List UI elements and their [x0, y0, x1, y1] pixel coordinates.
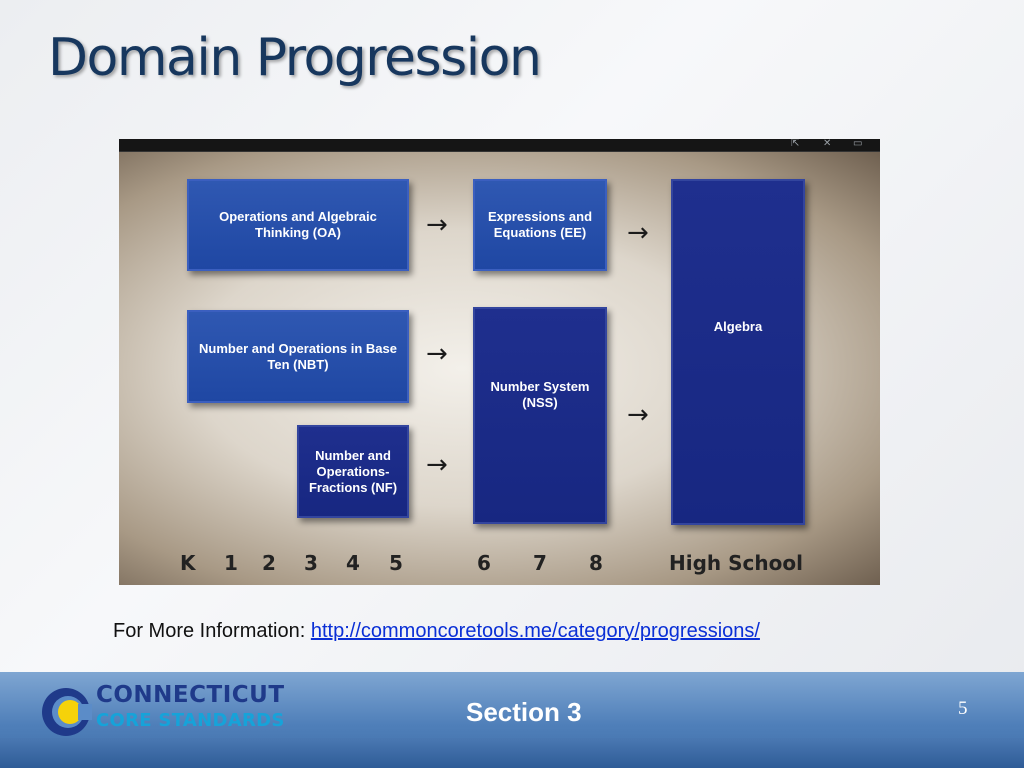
footer-bar: CONNECTICUT CORE STANDARDS Section 3 5: [0, 672, 1024, 768]
grade-label: 5: [389, 551, 403, 575]
grade-label-high-school: High School: [669, 551, 803, 575]
share-icon[interactable]: ✕: [823, 139, 832, 149]
arrow-right-icon: →: [627, 400, 649, 430]
section-label: Section 3: [466, 697, 582, 727]
box-number-operations-base-ten: Number and Operations in Base Ten (NBT): [187, 310, 409, 403]
grade-label: 3: [304, 551, 318, 575]
box-label: Expressions and Equations (EE): [487, 209, 593, 240]
video-toolbar: ⇱ ✕ ▭: [119, 139, 880, 152]
box-number-operations-fractions: Number and Operations- Fractions (NF): [297, 425, 409, 518]
embedded-video[interactable]: ⇱ ✕ ▭ Operations and Algebraic Thinking …: [119, 139, 880, 585]
logo-text-connecticut: CONNECTICUT: [96, 682, 285, 708]
grade-label: 2: [262, 551, 276, 575]
logo-text-core-standards: CORE STANDARDS: [96, 710, 285, 731]
more-info-label: For More Information:: [113, 620, 311, 642]
grade-label: 6: [477, 551, 491, 575]
grade-label: K: [180, 551, 196, 575]
connecticut-logo-icon: [42, 688, 92, 736]
grade-label: 7: [533, 551, 547, 575]
video-still-diagram: Operations and Algebraic Thinking (OA) N…: [119, 152, 880, 585]
box-label: Operations and Algebraic Thinking (OA): [219, 209, 377, 240]
progressions-link[interactable]: http://commoncoretools.me/category/progr…: [310, 620, 760, 642]
box-number-system: Number System (NSS): [473, 307, 607, 524]
fullscreen-icon[interactable]: ⇱: [791, 139, 800, 149]
window-icon[interactable]: ▭: [853, 139, 863, 149]
box-label: Algebra: [713, 319, 763, 334]
box-expressions-equations: Expressions and Equations (EE): [473, 179, 607, 271]
box-operations-algebraic-thinking: Operations and Algebraic Thinking (OA): [187, 179, 409, 271]
arrow-right-icon: →: [426, 450, 448, 480]
arrow-right-icon: →: [627, 218, 649, 248]
box-label: Number and Operations in Base Ten (NBT): [199, 340, 397, 372]
arrow-right-icon: →: [426, 210, 448, 240]
grade-label: 8: [589, 551, 603, 575]
slide-title: Domain Progression: [48, 28, 542, 88]
more-info-line: For More Information: http://commoncoret…: [113, 620, 760, 643]
arrow-right-icon: →: [426, 339, 448, 369]
box-label: Number and Operations- Fractions (NF): [308, 447, 398, 495]
box-label: Number System (NSS): [490, 379, 590, 410]
grade-label: 4: [346, 551, 360, 575]
box-algebra: Algebra: [671, 179, 805, 525]
grade-label: 1: [224, 551, 238, 575]
page-number: 5: [958, 698, 968, 719]
